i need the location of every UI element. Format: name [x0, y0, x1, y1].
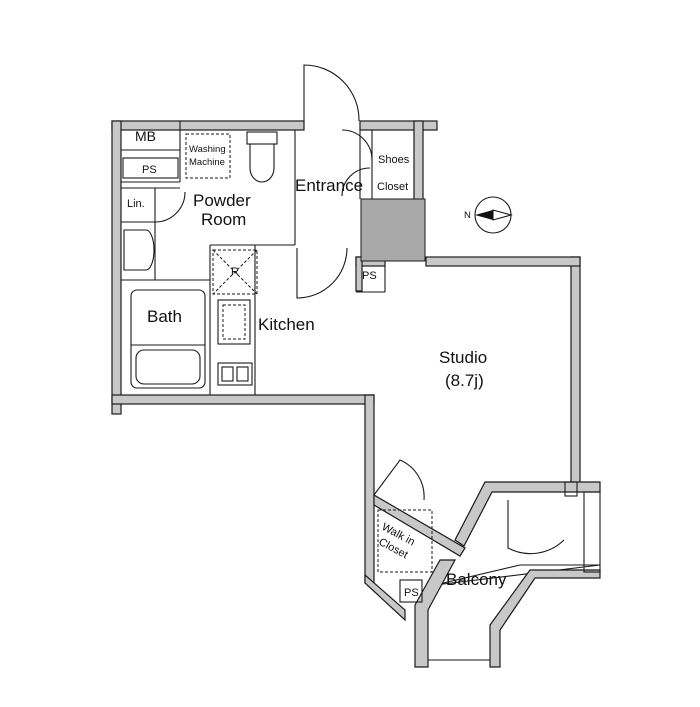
- label-ps-top: PS: [142, 164, 157, 176]
- label-shoes-line1: Shoes: [378, 154, 410, 166]
- compass-north-label: N: [464, 210, 471, 221]
- label-shoes-line2: Closet: [377, 181, 408, 193]
- fixtures: [123, 131, 278, 389]
- label-powder-room-line1: Powder: [193, 191, 251, 210]
- compass: N: [464, 196, 513, 234]
- label-powder-room-line2: Room: [201, 210, 246, 229]
- label-entrance: Entrance: [295, 176, 363, 195]
- label-bath: Bath: [147, 307, 182, 326]
- label-mb: MB: [135, 128, 156, 144]
- structural-column: [360, 198, 426, 262]
- doors: [154, 64, 565, 555]
- label-refrigerator: R: [231, 266, 239, 278]
- partitions: [121, 121, 386, 395]
- label-studio: Studio: [439, 348, 487, 367]
- balcony-structure: [373, 481, 601, 668]
- label-ps-bottom: PS: [404, 587, 419, 599]
- room-labels: MB PS Washing Machine Shoes Closet Lin. …: [122, 128, 507, 599]
- label-washing-line2: Machine: [189, 157, 225, 168]
- label-kitchen: Kitchen: [258, 315, 315, 334]
- label-studio-size: (8.7j): [445, 371, 484, 390]
- label-linen: Lin.: [127, 198, 145, 210]
- label-washing-line1: Washing: [189, 144, 226, 155]
- walls: [111, 120, 581, 622]
- label-balcony: Balcony: [446, 570, 507, 589]
- label-ps-mid: PS: [362, 270, 377, 282]
